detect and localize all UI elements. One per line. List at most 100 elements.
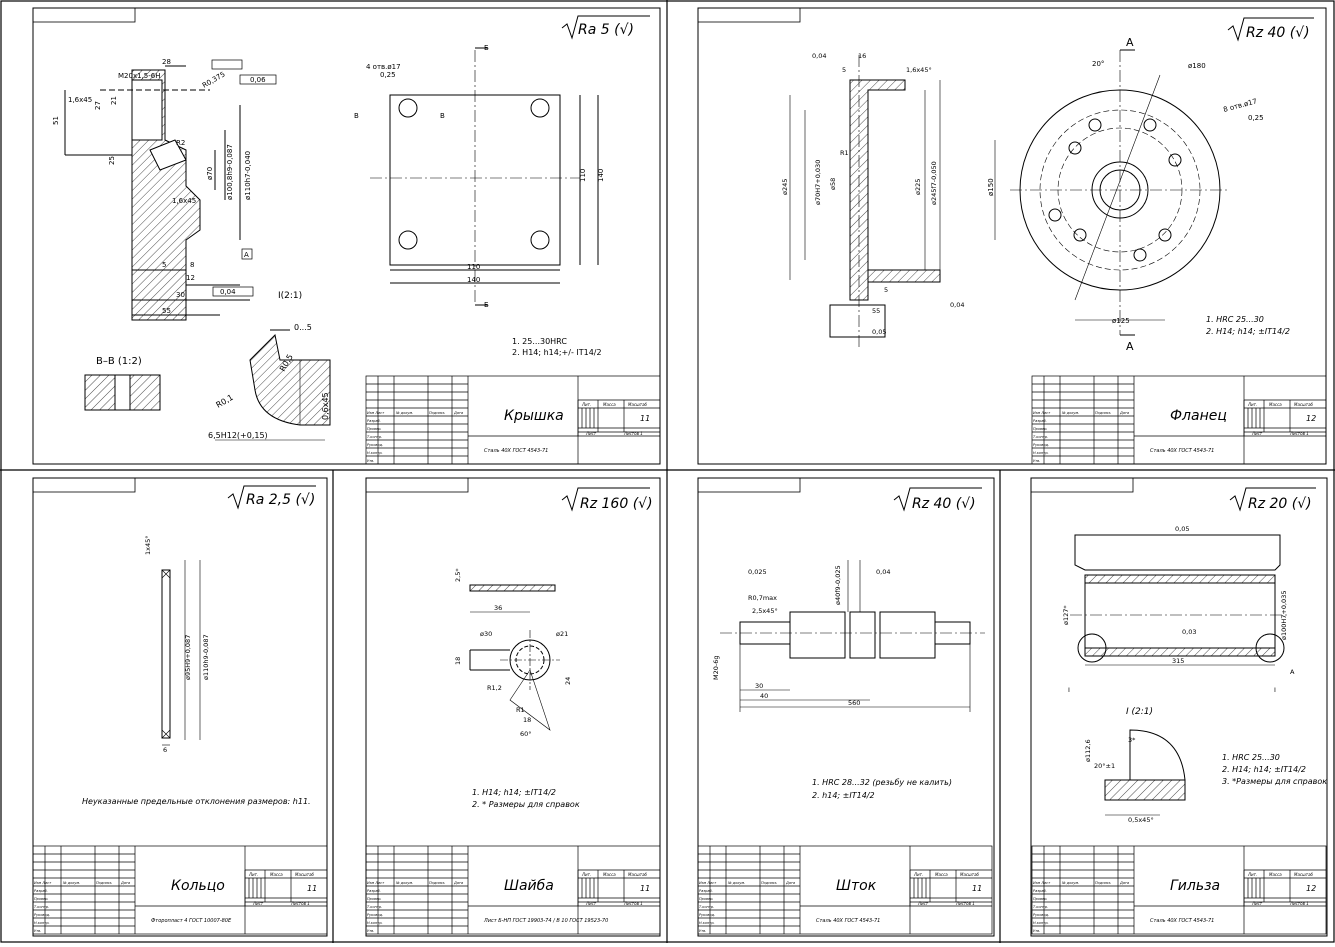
f-cut-a-top: A <box>1126 36 1134 49</box>
stamp-sheets: Листов 1 <box>623 901 643 906</box>
stamp-razrab: Разраб. <box>34 889 48 893</box>
k-chamfer: 1x45° <box>144 535 152 555</box>
sh-dim-30: 30 <box>755 682 763 690</box>
s-note-2: 2. * Размеры для справок <box>472 800 580 809</box>
stamp-utv: Утв. <box>367 929 374 933</box>
dim-30: 30 <box>176 291 185 299</box>
drawing-title: Фланец <box>1170 408 1227 424</box>
g-dim-315: 315 <box>1172 657 1184 665</box>
dim-d110: ø110h7-0,040 <box>244 151 252 200</box>
sleeve-view <box>1070 534 1290 816</box>
tolerance-006: 0,06 <box>250 76 266 84</box>
stamp-razrab: Разраб. <box>699 889 713 893</box>
dim-0-5: 0...5 <box>294 323 312 332</box>
material-label: Сталь 40Х ГОСТ 4543-71 <box>1150 918 1214 924</box>
detail-view <box>215 329 331 441</box>
stamp-tkontr: Т.контр. <box>34 905 49 909</box>
cut-b-top: Б <box>484 44 489 52</box>
tolerance-004: 0,04 <box>220 288 236 296</box>
sheet-gilza: Rz 20 (√) 0,05 ø127* ø100H7+0,035 0,03 3… <box>1030 477 1328 937</box>
stamp-nkontr: Н.контр. <box>699 921 715 925</box>
stamp-utv: Утв. <box>1033 459 1040 463</box>
stamp-razrab: Разраб. <box>367 419 381 423</box>
stamp-rukovod: Руковод. <box>1033 443 1049 447</box>
f-dim-d70: ø70H7+0,030 <box>814 160 822 205</box>
stamp-prov: Провер. <box>1033 427 1048 431</box>
stamp-scale: Масштаб <box>628 872 648 877</box>
stamp-tkontr: Т.контр. <box>367 435 382 439</box>
stamp-col-sign: Подпись <box>1095 881 1111 885</box>
title-block <box>1031 375 1327 465</box>
stamp-sheets: Листов 1 <box>1289 901 1309 906</box>
dim-65h12: 6,5H12(+0,15) <box>208 431 268 440</box>
f-note-2: 2. H14; h14; ±IT14/2 <box>1206 327 1290 336</box>
dim-110-v: 110 <box>579 169 587 182</box>
front-view <box>370 47 599 306</box>
drawing-title: Гильза <box>1170 878 1220 894</box>
stamp-rukovod: Руковод. <box>367 913 383 917</box>
dim-55: 55 <box>162 307 171 315</box>
g-tol-005: 0,05 <box>1175 525 1189 533</box>
f-d125: ø125 <box>1112 317 1130 325</box>
cut-v-left: В <box>354 112 359 120</box>
washer-views <box>469 584 560 731</box>
stamp-col-date: Дата <box>120 881 130 885</box>
s-d30: ø30 <box>480 630 492 638</box>
flange-section <box>789 55 941 350</box>
roughness-label-6: Rz 20 (√) <box>1248 496 1312 512</box>
f-angle: 20° <box>1092 60 1104 68</box>
drawing-title: Шток <box>836 878 877 894</box>
stamp-sheets: Листов 1 <box>290 901 310 906</box>
stamp-utv: Утв. <box>1033 929 1040 933</box>
k-dim-6: 6 <box>163 746 167 754</box>
stamp-tkontr: Т.контр. <box>1033 905 1048 909</box>
side-view <box>64 65 250 321</box>
roughness-label: Ra 5 (√) <box>578 22 634 38</box>
stamp-razrab: Разраб. <box>1033 419 1047 423</box>
sh-chamfer: 2,5x45° <box>752 607 778 615</box>
stamp-prov: Провер. <box>34 897 49 901</box>
stamp-sheets: Листов 1 <box>623 431 643 436</box>
drawing-number: 12 <box>1306 414 1316 423</box>
s-dim-24: 24 <box>564 677 572 685</box>
sheet-flanec: Rz 40 (√) 16 5 1,6x45° R1 ø245 ø70H7+0,0… <box>697 7 1327 465</box>
title-block <box>32 845 328 935</box>
k-note: Неуказанные предельные отклонения размер… <box>82 797 311 806</box>
stamp-col-sign: Подпись <box>761 881 777 885</box>
g-mark-i-r: I <box>1274 686 1276 694</box>
title-block <box>1031 845 1327 935</box>
stamp-col-sign: Подпись <box>96 881 112 885</box>
f-postol: 0,25 <box>1248 114 1264 122</box>
section-bb <box>84 374 161 411</box>
material-label: Сталь 40Х ГОСТ 4543-71 <box>1150 448 1214 454</box>
stamp-utv: Утв. <box>699 929 706 933</box>
stamp-col-change: Изм Лист <box>1033 881 1051 885</box>
g-note-1: 1. HRC 25...30 <box>1222 753 1280 762</box>
stamp-rukovod: Руковод. <box>1033 913 1049 917</box>
g-detail-label: I (2:1) <box>1126 707 1153 717</box>
dim-r0375: R0,375 <box>201 70 227 89</box>
dim-27: 27 <box>94 101 102 110</box>
stamp-scale: Масштаб <box>960 872 980 877</box>
f-d150: ø150 <box>987 178 995 196</box>
section-label: B–B (1:2) <box>96 356 142 367</box>
drawing-number: 11 <box>640 414 650 423</box>
sh-dim-560: 560 <box>848 699 860 707</box>
dim-5: 5 <box>162 261 166 269</box>
stamp-col-date: Дата <box>453 881 463 885</box>
g-chamfer: 0,5x45° <box>1128 816 1154 824</box>
title-block <box>365 845 661 935</box>
s-thick: 2,5* <box>454 568 462 582</box>
stamp-sheets: Листов 1 <box>955 901 975 906</box>
stamp-col-sign: Подпись <box>1095 411 1111 415</box>
stamp-sheet: Лист <box>917 901 929 906</box>
sh-tol-0025: 0,025 <box>748 568 767 576</box>
title-block <box>697 845 993 935</box>
roughness-label-2: Rz 40 (√) <box>1246 25 1310 41</box>
stamp-lit: Лит. <box>581 402 591 407</box>
datum-a: А <box>244 251 249 259</box>
dim-51: 51 <box>52 116 60 125</box>
drawing-number: 11 <box>640 884 650 893</box>
